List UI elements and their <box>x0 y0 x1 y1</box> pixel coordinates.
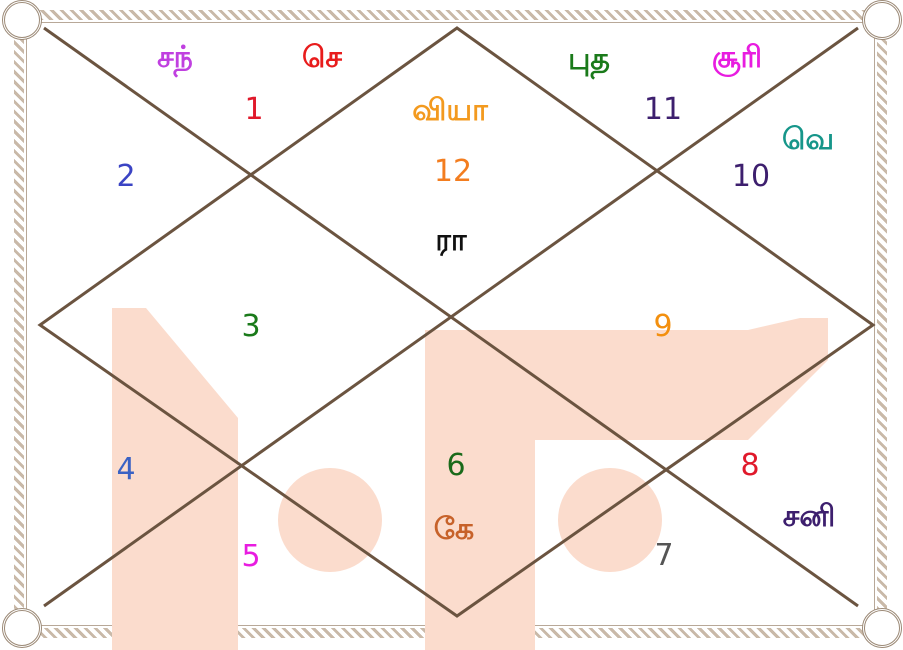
house-number-1: 1 <box>244 95 263 125</box>
planet-label-saturn: சனி <box>783 502 836 532</box>
house-number-7: 7 <box>654 541 673 571</box>
watermark-logo <box>112 308 828 650</box>
house-number-5: 5 <box>241 542 260 572</box>
planet-label-rahu: ரா <box>435 226 466 256</box>
planet-label-mercury: புத <box>568 45 610 75</box>
house-number-10: 10 <box>732 162 770 192</box>
house-number-11: 11 <box>644 95 682 125</box>
house-number-9: 9 <box>653 312 672 342</box>
house-number-8: 8 <box>740 451 759 481</box>
planet-label-moon: சந் <box>157 43 193 73</box>
house-number-4: 4 <box>116 455 135 485</box>
planet-label-jupiter: வியா <box>412 96 488 126</box>
watermark-logo-left-circle <box>278 468 382 572</box>
house-number-6: 6 <box>446 451 465 481</box>
house-number-3: 3 <box>241 312 260 342</box>
house-number-12: 12 <box>434 157 472 187</box>
house-number-2: 2 <box>116 162 135 192</box>
planet-label-venus: வெ <box>782 125 834 155</box>
planet-label-mars: செ <box>302 43 342 73</box>
planet-label-ketu: கே <box>434 515 475 545</box>
planet-label-sun: சூரி <box>712 43 762 73</box>
